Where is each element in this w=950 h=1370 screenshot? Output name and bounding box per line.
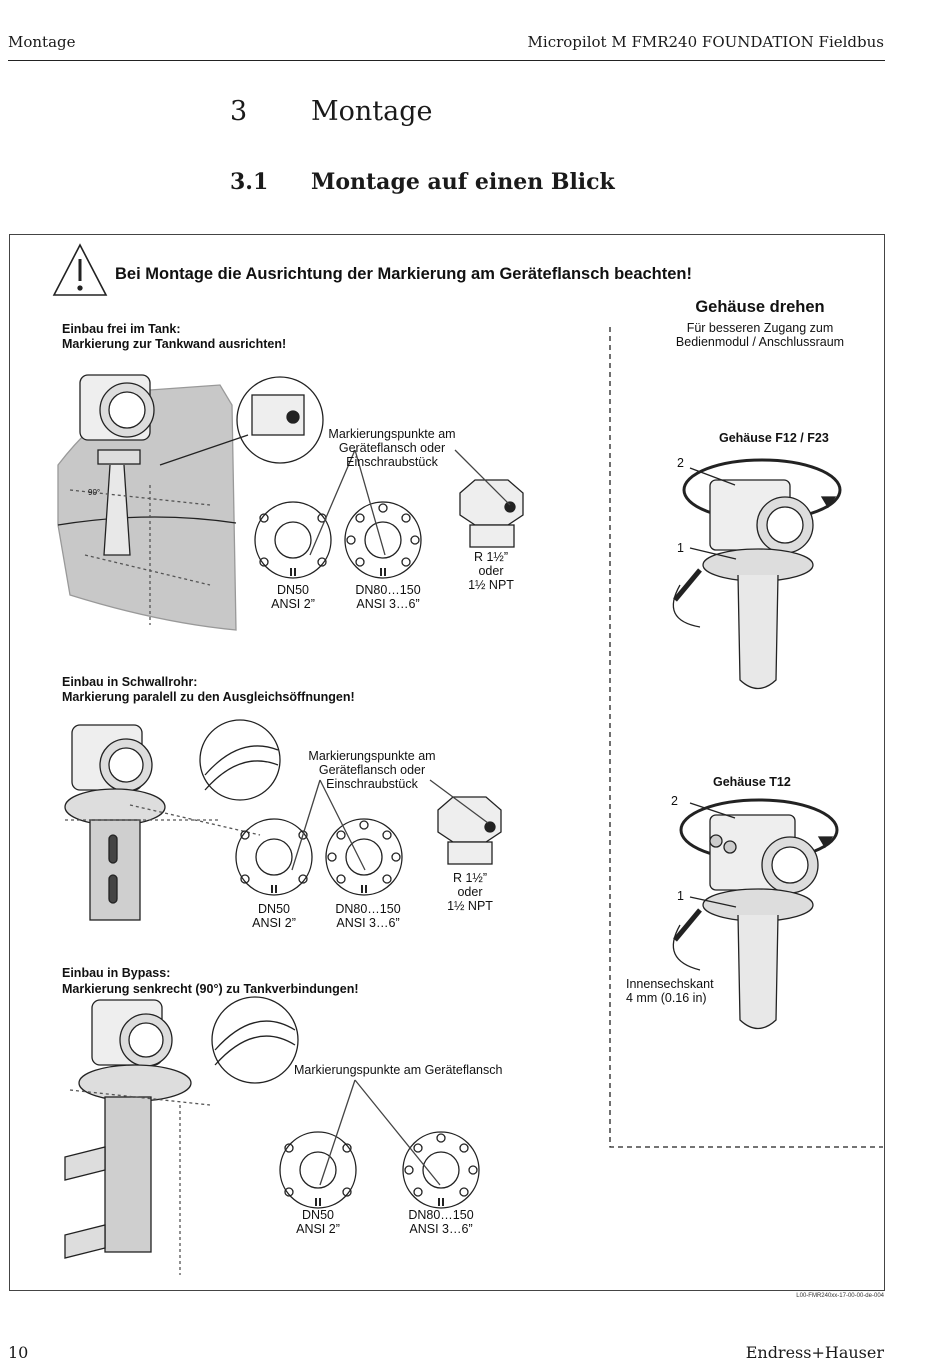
tank-callout-line2: Geräteflansch oder Einschraubstück bbox=[338, 441, 446, 469]
housing-f12-rotation bbox=[672, 458, 842, 690]
bypass-title-line2: Markierung senkrecht (90°) zu Tankverbin… bbox=[62, 982, 359, 996]
bypass-dn80-line2: ANSI 3…6” bbox=[409, 1222, 473, 1236]
footer-brand: Endress+Hauser bbox=[745, 1343, 884, 1362]
stilling-dn50-line1: DN50 bbox=[258, 902, 290, 916]
housing2-callout-2: 2 bbox=[671, 794, 678, 808]
page-number: 10 bbox=[8, 1343, 29, 1362]
installation-figure: Bei Montage die Ausrichtung der Markieru… bbox=[9, 234, 885, 1291]
bypass-dn50-line1: DN50 bbox=[302, 1208, 334, 1222]
chapter-number: 3 bbox=[230, 96, 248, 127]
tank-dn50-line1: DN50 bbox=[277, 583, 309, 597]
stilling-thread-line3: 1½ NPT bbox=[447, 899, 493, 913]
tank-thread-plug bbox=[459, 479, 524, 548]
bypass-flange-dn80 bbox=[402, 1131, 480, 1209]
housing2-callout-1: 1 bbox=[677, 889, 684, 903]
warning-triangle-icon bbox=[52, 243, 108, 296]
running-header-product: Micropilot M FMR240 FOUNDATION Fieldbus bbox=[527, 33, 884, 51]
tank-callout-line1: Markierungspunkte am bbox=[328, 427, 456, 441]
stilling-flange-dn50 bbox=[235, 818, 313, 896]
hex-key-line1: Innensechskant bbox=[626, 977, 714, 991]
separator-dashed-line bbox=[609, 327, 883, 1148]
hex-key-line2: 4 mm (0.16 in) bbox=[626, 991, 707, 1005]
stilling-dn80-line2: ANSI 3…6” bbox=[336, 916, 400, 930]
tank-title-line1: Einbau frei im Tank: bbox=[62, 322, 181, 336]
figure-drawing bbox=[52, 243, 883, 1275]
tank-dn80-line2: ANSI 3…6” bbox=[356, 597, 420, 611]
stilling-flange-dn80 bbox=[325, 818, 403, 896]
stilling-title-line2: Markierung paralell zu den Ausgleichsöff… bbox=[62, 690, 355, 704]
figure-id: L00-FMR240xx-17-00-00-de-004 bbox=[796, 1293, 884, 1299]
stilling-thread-line1: R 1½” bbox=[452, 871, 488, 885]
tank-angle-label: 90° bbox=[88, 488, 101, 497]
rotate-subtitle-line2: Bedienmodul / Anschlussraum bbox=[675, 335, 845, 349]
bypass-title-line1: Einbau in Bypass: bbox=[62, 966, 171, 980]
tank-flange-dn50 bbox=[254, 501, 332, 579]
header-rule bbox=[8, 60, 885, 61]
housing2-label: Gehäuse T12 bbox=[713, 775, 791, 789]
stilling-callout-line1: Markierungspunkte am bbox=[308, 749, 436, 763]
housing1-callout-1: 1 bbox=[677, 541, 684, 555]
housing1-label: Gehäuse F12 / F23 bbox=[719, 431, 829, 445]
housing1-callout-2: 2 bbox=[677, 456, 684, 470]
tank-flange-dn80 bbox=[344, 501, 422, 579]
tank-illustration bbox=[57, 374, 324, 631]
stilling-well-illustration bbox=[64, 719, 281, 921]
rotate-subtitle-line1: Für besseren Zugang zum bbox=[686, 321, 834, 335]
tank-dn80-line1: DN80…150 bbox=[355, 583, 421, 597]
section-number: 3.1 bbox=[230, 169, 269, 195]
bypass-callout: Markierungspunkte am Geräteflansch bbox=[294, 1063, 503, 1077]
section-title: Montage auf einen Blick bbox=[311, 169, 615, 195]
tank-thread-line3: 1½ NPT bbox=[468, 578, 514, 592]
rotate-title: Gehäuse drehen bbox=[695, 298, 825, 316]
warning-text: Bei Montage die Ausrichtung der Markieru… bbox=[115, 265, 693, 283]
bypass-illustration bbox=[64, 996, 299, 1275]
running-header-section: Montage bbox=[8, 33, 76, 51]
tank-title-line2: Markierung zur Tankwand ausrichten! bbox=[62, 337, 287, 351]
stilling-title-line1: Einbau in Schwallrohr: bbox=[62, 675, 198, 689]
chapter-title: Montage bbox=[311, 96, 433, 127]
bypass-dn80-line1: DN80…150 bbox=[408, 1208, 474, 1222]
stilling-thread-line2: oder bbox=[457, 885, 483, 899]
stilling-callout-line2: Geräteflansch oder Einschraubstück bbox=[318, 763, 426, 791]
housing-t12-rotation bbox=[672, 798, 839, 1030]
stilling-dn80-line1: DN80…150 bbox=[335, 902, 401, 916]
tank-dn50-line2: ANSI 2” bbox=[271, 597, 315, 611]
stilling-thread-plug bbox=[437, 796, 502, 865]
tank-thread-line2: oder bbox=[478, 564, 504, 578]
bypass-dn50-line2: ANSI 2” bbox=[296, 1222, 340, 1236]
stilling-dn50-line2: ANSI 2” bbox=[252, 916, 296, 930]
bypass-flange-dn50 bbox=[279, 1131, 357, 1209]
tank-thread-line1: R 1½” bbox=[473, 550, 509, 564]
